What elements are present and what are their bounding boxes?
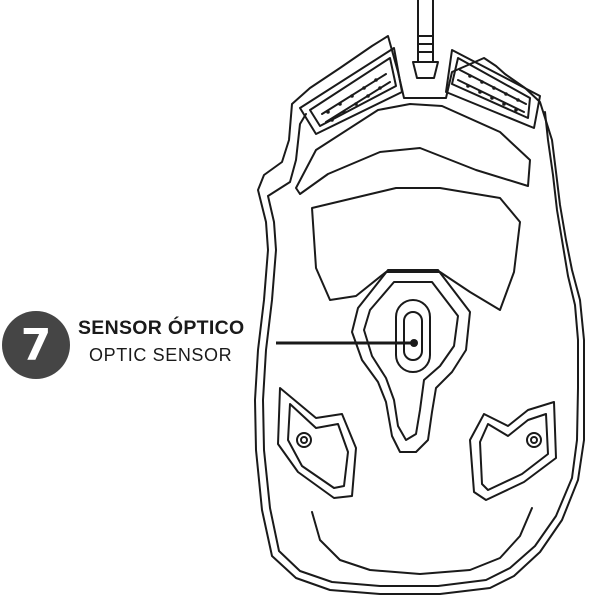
callout-label-primary: SENSOR ÓPTICO <box>78 317 245 339</box>
optic-sensor <box>395 299 431 373</box>
callout-number-badge: 7 <box>2 311 70 379</box>
cable <box>412 0 439 79</box>
left-foot-pad <box>277 387 357 499</box>
sensor-shield <box>351 269 471 453</box>
grip-dots <box>326 74 520 122</box>
right-foot-pad <box>469 401 557 501</box>
upper-panel <box>295 103 531 195</box>
bottom-contour <box>311 507 533 575</box>
mouse-body-outline <box>254 35 585 595</box>
mouse-body-inner-outline <box>262 111 579 587</box>
left-top-grip <box>299 47 403 135</box>
callout-number: 7 <box>20 319 52 371</box>
callout-label-secondary: OPTIC SENSOR <box>89 345 233 365</box>
callout-leader <box>276 339 418 347</box>
middle-plate <box>311 187 521 311</box>
sensor-shield-inner <box>363 281 459 441</box>
